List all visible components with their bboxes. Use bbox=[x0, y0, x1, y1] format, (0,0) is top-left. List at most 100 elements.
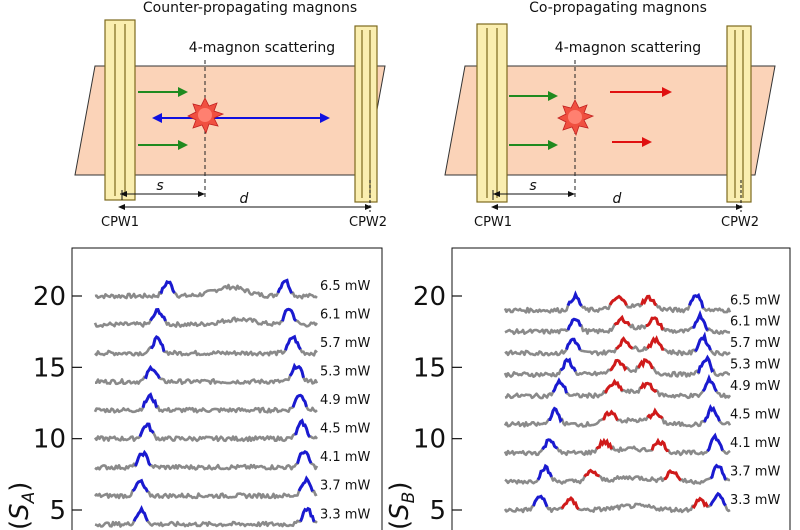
blue-peak bbox=[532, 494, 549, 508]
blue-peak bbox=[566, 317, 582, 331]
blue-double-arrow bbox=[152, 113, 330, 123]
y-tick-label: 10 bbox=[33, 425, 66, 455]
power-label: 4.5 mW bbox=[730, 407, 780, 422]
blue-peak bbox=[284, 334, 302, 351]
schematic-subtitle: 4-magnon scattering bbox=[555, 40, 701, 56]
blue-peak bbox=[131, 478, 149, 493]
power-label: 6.1 mW bbox=[320, 308, 370, 323]
power-label: 4.1 mW bbox=[320, 450, 370, 465]
blue-peak bbox=[706, 432, 724, 453]
power-trace bbox=[93, 307, 319, 328]
red-peak bbox=[604, 378, 624, 394]
scatter-burst-icon bbox=[187, 97, 225, 135]
blue-peak bbox=[299, 506, 316, 523]
power-trace bbox=[94, 450, 319, 471]
red-peak bbox=[646, 407, 664, 420]
schematic-co: Co-propagating magnons 4-magnon scatteri… bbox=[444, 0, 776, 230]
red-peak bbox=[613, 314, 631, 327]
red-peak bbox=[650, 437, 669, 453]
blue-peak bbox=[143, 364, 161, 380]
red-peak bbox=[609, 358, 628, 372]
y-axis-label: (SB) bbox=[385, 482, 419, 530]
power-trace bbox=[504, 376, 732, 400]
power-label: 6.5 mW bbox=[320, 279, 370, 294]
blue-peak bbox=[149, 308, 167, 322]
power-trace bbox=[94, 507, 318, 528]
power-trace bbox=[94, 477, 318, 500]
blue-peak bbox=[709, 463, 727, 481]
blue-peak bbox=[566, 290, 583, 307]
power-label: 3.7 mW bbox=[730, 464, 780, 479]
red-peak bbox=[615, 336, 634, 351]
power-trace bbox=[95, 364, 319, 386]
d-label: d bbox=[240, 191, 249, 207]
scatter-burst-icon bbox=[557, 99, 595, 137]
blue-peak bbox=[291, 393, 308, 408]
schematic-title: Counter-propagating magnons bbox=[143, 0, 357, 16]
green-arrow bbox=[509, 91, 558, 150]
blue-peak bbox=[548, 406, 564, 424]
y-tick-label: 10 bbox=[413, 425, 446, 455]
red-peak bbox=[691, 496, 709, 510]
power-label: 3.3 mW bbox=[730, 493, 780, 508]
blue-peak bbox=[701, 374, 718, 393]
y-tick-label: 15 bbox=[413, 353, 446, 383]
cpw1-antenna bbox=[476, 23, 508, 203]
power-trace bbox=[93, 419, 319, 443]
blue-peak bbox=[536, 463, 553, 481]
blue-peak bbox=[551, 377, 568, 394]
red-peak bbox=[595, 437, 613, 450]
schematic-counter: Counter-propagating magnons 4-magnon sca… bbox=[74, 0, 387, 230]
schematic-subtitle: 4-magnon scattering bbox=[189, 40, 335, 56]
power-label: 3.7 mW bbox=[320, 479, 370, 494]
y-tick-label: 5 bbox=[429, 496, 446, 526]
blue-peak bbox=[150, 335, 166, 352]
power-label: 4.9 mW bbox=[320, 393, 370, 408]
power-trace bbox=[503, 434, 731, 457]
power-label: 5.3 mW bbox=[320, 365, 370, 380]
red-peak bbox=[560, 495, 580, 511]
s-label: s bbox=[156, 178, 163, 194]
red-peak bbox=[640, 294, 658, 307]
red-peak bbox=[602, 409, 619, 421]
y-tick-label: 5 bbox=[49, 496, 66, 526]
cpw2-label: CPW2 bbox=[721, 215, 759, 230]
y-tick-label: 15 bbox=[33, 353, 66, 383]
red-peak bbox=[583, 468, 600, 478]
power-label: 5.7 mW bbox=[320, 336, 370, 351]
power-label: 4.5 mW bbox=[320, 422, 370, 437]
cpw1-antenna bbox=[104, 19, 136, 201]
s-label: s bbox=[529, 178, 536, 194]
blue-peak bbox=[692, 309, 709, 332]
red-peak bbox=[646, 335, 665, 351]
power-trace bbox=[93, 393, 318, 414]
red-peak bbox=[637, 357, 654, 370]
blue-peak bbox=[694, 331, 712, 353]
cpw2-label: CPW2 bbox=[349, 215, 387, 230]
green-arrow bbox=[138, 87, 188, 150]
blue-peak bbox=[281, 307, 298, 322]
power-label: 6.1 mW bbox=[730, 315, 780, 330]
cpw1-label: CPW1 bbox=[101, 215, 139, 230]
plot-frame bbox=[451, 247, 791, 530]
schematic-title: Co-propagating magnons bbox=[529, 0, 707, 16]
plot-frame bbox=[71, 247, 383, 530]
power-label: 4.1 mW bbox=[730, 436, 780, 451]
blue-peak bbox=[541, 438, 559, 451]
power-trace bbox=[504, 334, 731, 357]
blue-peak bbox=[697, 354, 715, 374]
y-tick-label: 20 bbox=[413, 282, 446, 312]
blue-peak bbox=[294, 418, 311, 438]
magnetic-film bbox=[444, 65, 776, 176]
blue-peak bbox=[141, 392, 158, 409]
y-axis-label: (SA) bbox=[5, 482, 39, 530]
blue-peak bbox=[559, 357, 577, 373]
blue-peak bbox=[297, 475, 314, 492]
red-peak bbox=[608, 294, 628, 306]
blue-peak bbox=[296, 450, 313, 465]
cpw2-antenna bbox=[726, 25, 752, 203]
blue-peak bbox=[132, 504, 149, 522]
